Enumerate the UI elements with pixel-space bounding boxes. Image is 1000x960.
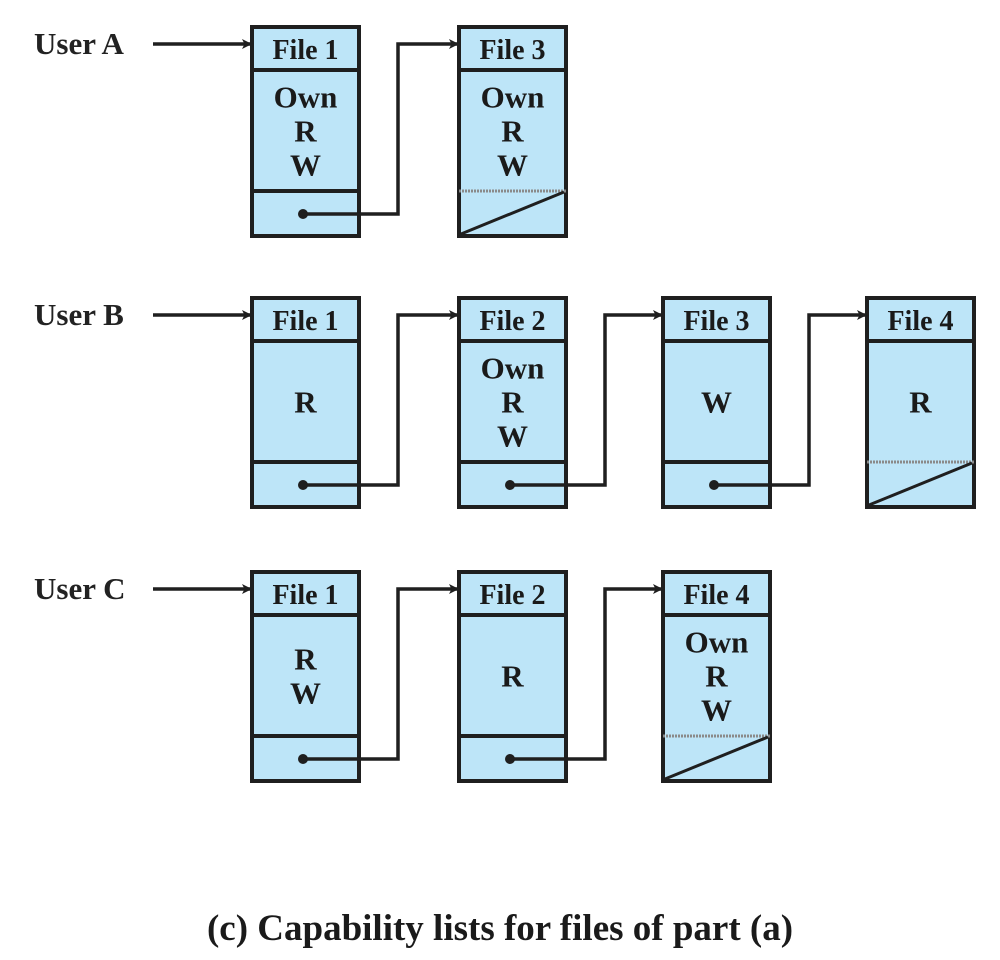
- null-pointer-slash-icon: [664, 735, 769, 781]
- capability-box: [457, 296, 568, 509]
- capability-box: [661, 296, 772, 509]
- next-pointer-arrow: [714, 310, 867, 487]
- capability-node: File 2 R: [457, 570, 663, 783]
- access-right: Own: [481, 351, 545, 386]
- figure-caption: (c) Capability lists for files of part (…: [207, 908, 793, 949]
- capability-box: [661, 570, 772, 783]
- access-right: R: [501, 385, 524, 420]
- access-right: R: [705, 659, 728, 694]
- file-label: File 1: [272, 35, 338, 66]
- next-pointer-arrow: [303, 39, 459, 216]
- file-label: File 4: [683, 580, 749, 611]
- next-pointer-arrow: [510, 584, 663, 761]
- file-label: File 1: [272, 580, 338, 611]
- access-right: W: [701, 693, 732, 728]
- capability-node: File 4 R: [865, 296, 976, 509]
- access-right: Own: [274, 80, 338, 115]
- file-label: File 4: [887, 306, 953, 337]
- capability-box: [250, 25, 361, 238]
- next-pointer-arrow: [510, 310, 663, 487]
- capability-box: [457, 25, 568, 238]
- access-right: R: [501, 114, 524, 149]
- capability-node: File 3 W: [661, 296, 867, 509]
- capability-node: File 1 R: [250, 296, 459, 509]
- capability-node: File 1 RW: [250, 570, 459, 783]
- access-right: R: [501, 659, 524, 694]
- capability-box: [865, 296, 976, 509]
- access-right: W: [701, 385, 732, 420]
- file-label: File 2: [479, 580, 545, 611]
- access-right: R: [294, 385, 317, 420]
- access-right: W: [497, 148, 528, 183]
- next-pointer-arrow: [303, 584, 459, 761]
- user-label: User B: [34, 297, 124, 332]
- null-pointer-slash-icon: [868, 461, 973, 507]
- access-right: W: [290, 148, 321, 183]
- access-right: R: [294, 642, 317, 677]
- access-right: R: [294, 114, 317, 149]
- user-label: User A: [34, 26, 124, 61]
- file-label: File 3: [479, 35, 545, 66]
- access-right: Own: [481, 80, 545, 115]
- user-label: User C: [34, 571, 126, 606]
- next-pointer-arrow: [303, 310, 459, 487]
- file-label: File 1: [272, 306, 338, 337]
- access-right: W: [290, 676, 321, 711]
- file-label: File 3: [683, 306, 749, 337]
- access-right: R: [909, 385, 932, 420]
- access-right: Own: [685, 625, 749, 660]
- null-pointer-slash-icon: [460, 190, 565, 236]
- access-right: W: [497, 419, 528, 454]
- capability-box: [250, 570, 361, 783]
- capability-box: [250, 296, 361, 509]
- capability-box: [457, 570, 568, 783]
- file-label: File 2: [479, 306, 545, 337]
